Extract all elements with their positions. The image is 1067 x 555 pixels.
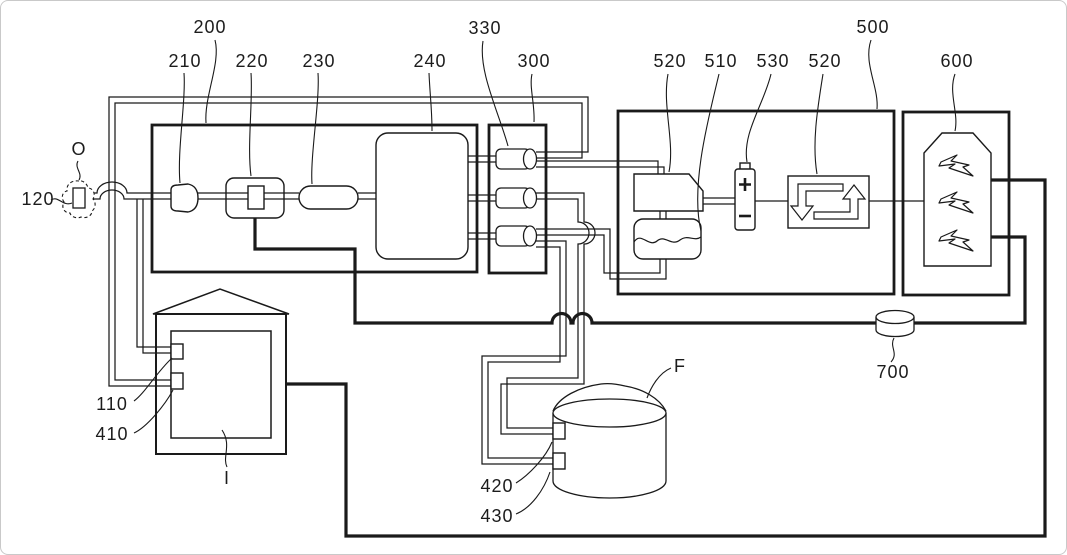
ref-label-530: 530 xyxy=(756,51,790,71)
ref-label-F: F xyxy=(674,356,686,376)
port-420 xyxy=(552,422,566,440)
house-inner-room xyxy=(170,330,272,439)
ref-label-I: I xyxy=(223,468,230,488)
arrow-up-icon xyxy=(813,184,867,220)
fuel-supply-pipe-top xyxy=(85,181,376,194)
return-pipe-inner xyxy=(114,102,583,381)
return-pipe-outer xyxy=(108,96,589,387)
tank-rim xyxy=(552,398,667,428)
power-line-220-to-600 xyxy=(253,218,1027,325)
leader-lines xyxy=(50,39,957,515)
fuel-supply-pipe-bottom xyxy=(85,189,376,200)
port-430 xyxy=(552,452,566,470)
ref-label-420: 420 xyxy=(480,476,514,496)
arrow-down-icon xyxy=(789,183,844,221)
ref-label-210: 210 xyxy=(168,51,202,71)
component-520-stack xyxy=(633,173,704,212)
component-240 xyxy=(375,132,469,260)
pipe-240-to-cylinders xyxy=(468,155,496,240)
ref-label-120: 120 xyxy=(21,189,55,209)
house-roof xyxy=(152,288,290,315)
ref-label-330: 330 xyxy=(468,18,502,38)
ref-label-500: 500 xyxy=(856,17,890,37)
house-shape xyxy=(152,288,290,455)
fuel-tank-F xyxy=(552,382,667,499)
pipe-520-to-530 xyxy=(703,197,735,205)
pipe-cyl1-to-520 xyxy=(536,160,665,175)
component-530-battery xyxy=(734,162,756,231)
component-210 xyxy=(170,183,199,213)
ref-label-300: 300 xyxy=(517,51,551,71)
tank-body xyxy=(552,413,667,499)
port-110 xyxy=(170,343,184,360)
power-line-house-to-600 xyxy=(286,178,1047,538)
ref-label-700: 700 xyxy=(876,362,910,382)
component-700-sensor xyxy=(875,309,915,338)
ref-label-510: 510 xyxy=(704,51,738,71)
component-510-liquid-line xyxy=(633,236,702,244)
ref-label-600: 600 xyxy=(940,51,974,71)
ref-label-230: 230 xyxy=(302,51,336,71)
pipe-520-to-510 xyxy=(659,211,667,219)
pipe-cyl3-to-510 xyxy=(536,228,667,280)
ref-label-200: 200 xyxy=(193,17,227,37)
pipe-cyl3-to-430 xyxy=(481,240,567,465)
connector-120-plug xyxy=(72,187,86,209)
component-220-pipe xyxy=(226,192,284,200)
port-410 xyxy=(170,372,184,390)
ref-label-520b: 520 xyxy=(808,51,842,71)
burner-cylinders-330 xyxy=(495,148,538,247)
battery-plus-icon xyxy=(739,178,751,191)
ref-label-240: 240 xyxy=(413,51,447,71)
ref-label-410: 410 xyxy=(95,424,129,444)
ref-label-430: 430 xyxy=(480,506,514,526)
component-230 xyxy=(298,185,359,210)
ref-label-520a: 520 xyxy=(653,51,687,71)
component-510-tank xyxy=(633,218,702,260)
lightning-bolt-icons xyxy=(938,154,974,252)
ref-label-O: O xyxy=(71,139,87,159)
component-220-core xyxy=(247,185,265,210)
ref-label-220: 220 xyxy=(235,51,269,71)
fuel-branch-to-110 xyxy=(136,199,172,354)
pipe-network xyxy=(85,96,924,465)
ref-label-110: 110 xyxy=(96,394,128,414)
connector-120 xyxy=(61,180,96,219)
